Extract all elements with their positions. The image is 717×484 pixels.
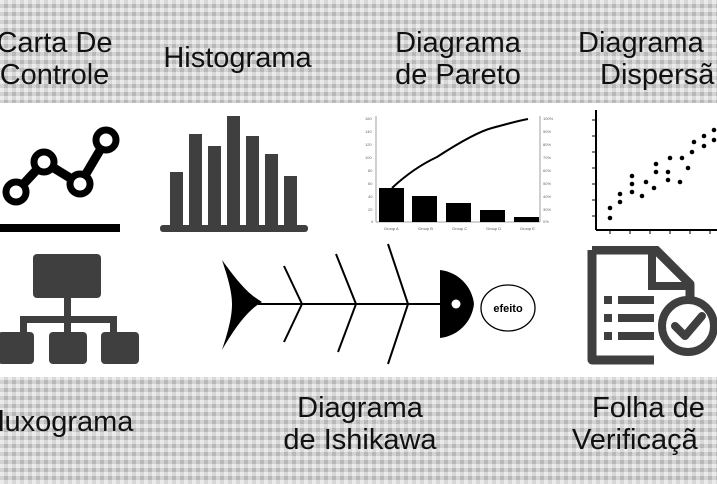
svg-text:20: 20: [368, 207, 373, 212]
svg-text:100: 100: [365, 155, 372, 160]
svg-text:140: 140: [365, 129, 372, 134]
svg-text:70%: 70%: [543, 155, 551, 160]
ishikawa-effect-label: efeito: [493, 303, 523, 315]
label-flowchart: luxograma: [0, 406, 134, 438]
svg-text:120: 120: [365, 142, 372, 147]
svg-text:60: 60: [368, 181, 373, 186]
scatter-diagram-icon: [590, 106, 717, 236]
svg-text:30%: 30%: [543, 207, 551, 212]
check-sheet-icon: [582, 246, 717, 368]
pareto-x-label: Group A: [384, 226, 399, 231]
flowchart-icon: [0, 248, 150, 370]
svg-text:0: 0: [371, 219, 374, 224]
svg-text:50%: 50%: [543, 181, 551, 186]
control-chart-icon: [0, 122, 130, 234]
pareto-x-label: Group B: [418, 226, 433, 231]
svg-text:90%: 90%: [543, 129, 551, 134]
svg-text:0%: 0%: [543, 219, 549, 224]
icon-band: [0, 103, 717, 377]
pareto-x-label: Group D: [486, 226, 501, 231]
svg-text:40%: 40%: [543, 194, 551, 199]
label-pareto: Diagrama de Pareto: [395, 27, 521, 91]
svg-text:60%: 60%: [543, 168, 551, 173]
svg-text:40: 40: [368, 194, 373, 199]
label-ishikawa: Diagrama de Ishikawa: [283, 392, 437, 456]
pareto-chart-icon: 160 140 120 100 80 60 40 20 0 100% 90% 80% 70% 60…: [362, 112, 562, 238]
pareto-x-label: Group E: [520, 226, 535, 231]
svg-text:80%: 80%: [543, 142, 551, 147]
label-check-sheet: Folha de Verificaçã: [572, 392, 705, 456]
label-histogram: Histograma: [163, 42, 312, 74]
histogram-icon: [160, 110, 310, 234]
ishikawa-icon: efeito: [218, 242, 538, 372]
svg-text:160: 160: [365, 116, 372, 121]
svg-text:80: 80: [368, 168, 373, 173]
label-control-chart: Carta De Controle: [0, 27, 113, 91]
label-scatter: Diagrama Dispersã: [578, 27, 715, 91]
svg-text:100%: 100%: [543, 116, 554, 121]
pareto-x-label: Group C: [452, 226, 467, 231]
